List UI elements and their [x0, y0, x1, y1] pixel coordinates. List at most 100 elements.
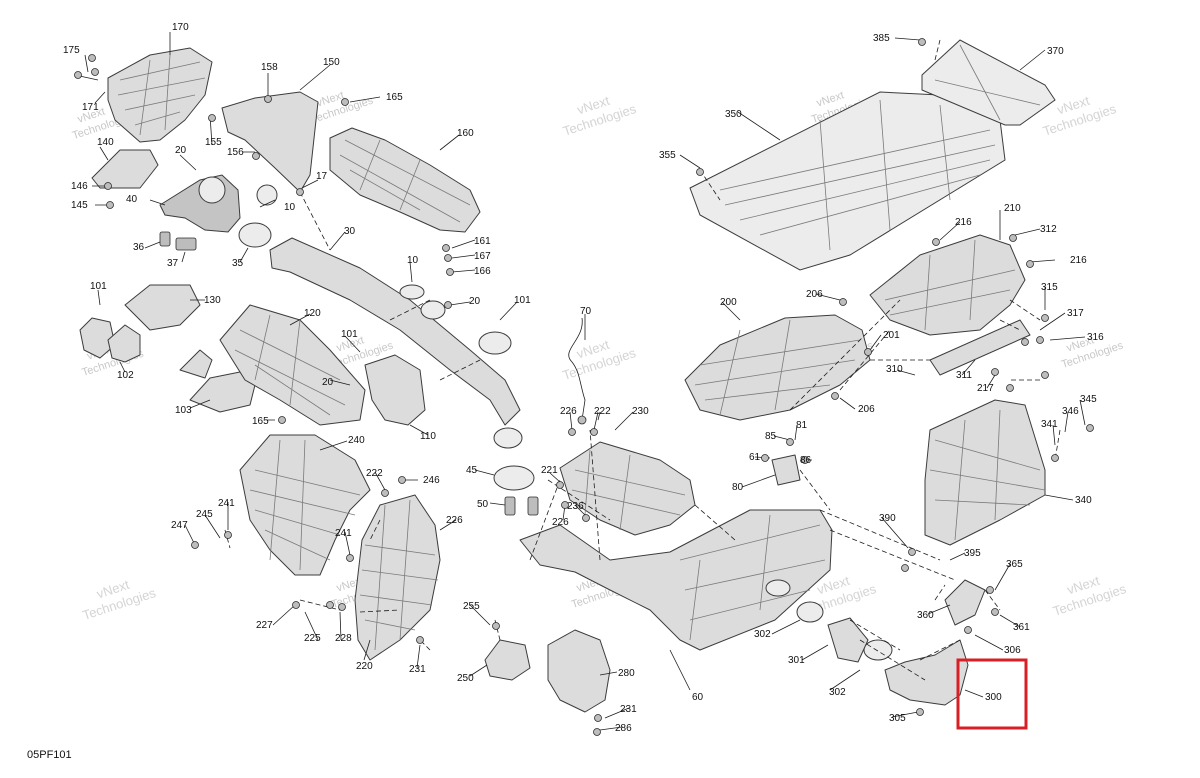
muffler-60	[519, 509, 833, 651]
callout-label: 222	[366, 468, 383, 479]
part-110	[364, 354, 426, 426]
callout-label: 247	[171, 520, 188, 531]
callout-label: 360	[917, 610, 934, 621]
callout-label: 60	[692, 692, 704, 703]
callout-label: 210	[1004, 203, 1021, 214]
callout-label: 30	[344, 226, 356, 237]
callout-label: 40	[126, 194, 138, 205]
callout-label: 306	[1004, 645, 1021, 656]
callout-label: 385	[873, 33, 890, 44]
callout-label: 80	[732, 482, 744, 493]
callout-label: 146	[71, 181, 88, 192]
callout-label: 315	[1041, 282, 1058, 293]
callout-label: 165	[386, 92, 403, 103]
heat-shield-200	[684, 314, 871, 421]
callout-label: 355	[659, 150, 676, 161]
callout-label: 167	[474, 251, 491, 262]
callout-label: 226	[552, 517, 569, 528]
diagram-reference-code: 05PF101	[27, 749, 72, 761]
callout-label: 216	[955, 217, 972, 228]
callout-label: 227	[256, 620, 273, 631]
callout-label: 86	[800, 455, 812, 466]
callout-label: 36	[133, 242, 145, 253]
callout-label: 130	[204, 295, 221, 306]
bracket-140	[91, 149, 159, 189]
shield-240	[239, 434, 371, 576]
callout-label: 345	[1080, 394, 1097, 405]
callout-label: 350	[725, 109, 742, 120]
shield-220	[354, 494, 441, 661]
heat-shield-160	[329, 127, 481, 233]
front-pipe-30	[269, 237, 521, 426]
shield-210	[869, 234, 1026, 336]
callout-label: 175	[63, 45, 80, 56]
bracket-250	[484, 639, 531, 681]
callout-label: 231	[620, 704, 637, 715]
callout-label: 370	[1047, 46, 1064, 57]
callout-label: 305	[889, 713, 906, 724]
callout-label: 311	[956, 370, 972, 381]
callout-label: 50	[477, 499, 489, 510]
callout-label: 390	[879, 513, 896, 524]
callout-label: 206	[806, 289, 823, 300]
callout-label: 221	[541, 465, 558, 476]
callout-label: 10	[407, 255, 419, 266]
callout-label: 241	[335, 528, 352, 539]
callout-label: 170	[172, 22, 189, 33]
callout-label: 226	[446, 515, 463, 526]
bracket-310	[929, 319, 1031, 376]
callout-label: 120	[304, 308, 321, 319]
callout-label: 312	[1040, 224, 1057, 235]
callout-label: 226	[560, 406, 577, 417]
callout-label: 245	[196, 509, 213, 520]
tail-pipe-300	[884, 639, 969, 706]
callout-label: 102	[117, 370, 134, 381]
callout-label: 300	[985, 692, 1002, 703]
callout-label: 220	[356, 661, 373, 672]
callout-label: 85	[765, 431, 777, 442]
shield-230	[559, 441, 696, 536]
callout-label: 101	[514, 295, 531, 306]
callout-label: 240	[348, 435, 365, 446]
callout-label: 10	[284, 202, 296, 213]
callout-label: 361	[1013, 622, 1030, 633]
callout-label: 61	[749, 452, 761, 463]
callout-label: 301	[788, 655, 805, 666]
callout-label: 145	[71, 200, 88, 211]
callout-label: 155	[205, 137, 222, 148]
callout-label: 317	[1067, 308, 1084, 319]
manifold-40	[159, 174, 241, 233]
callout-label: 346	[1062, 406, 1079, 417]
callout-label: 286	[615, 723, 632, 734]
bracket-150	[221, 91, 319, 193]
callout-label: 302	[829, 687, 846, 698]
callout-label: 20	[175, 145, 187, 156]
callout-label: 171	[82, 102, 99, 113]
part-shapes	[79, 39, 1056, 713]
callout-label: 217	[977, 383, 994, 394]
callout-label: 241	[218, 498, 235, 509]
bracket-80	[771, 454, 801, 486]
callout-label: 160	[457, 128, 474, 139]
callout-label: 35	[232, 258, 244, 269]
callout-label: 101	[341, 329, 358, 340]
callout-label: 45	[466, 465, 478, 476]
callout-label: 37	[167, 258, 179, 269]
callout-label: 250	[457, 673, 474, 684]
callout-label: 225	[304, 633, 321, 644]
highlight-box-300	[956, 658, 1028, 730]
callout-label: 255	[463, 601, 480, 612]
callout-label: 228	[335, 633, 352, 644]
callout-label: 395	[964, 548, 981, 559]
callout-label: 222	[594, 406, 611, 417]
callout-label: 365	[1006, 559, 1023, 570]
callout-label: 341	[1041, 419, 1058, 430]
callout-label: 103	[175, 405, 192, 416]
callout-label: 110	[420, 431, 436, 442]
callout-label: 340	[1075, 495, 1092, 506]
callout-label: 70	[580, 306, 592, 317]
callout-label: 17	[316, 171, 328, 182]
shield-120	[219, 304, 366, 426]
callout-labels: 175 170 171 158 150 165 160 140 20 155 1…	[63, 22, 1104, 734]
